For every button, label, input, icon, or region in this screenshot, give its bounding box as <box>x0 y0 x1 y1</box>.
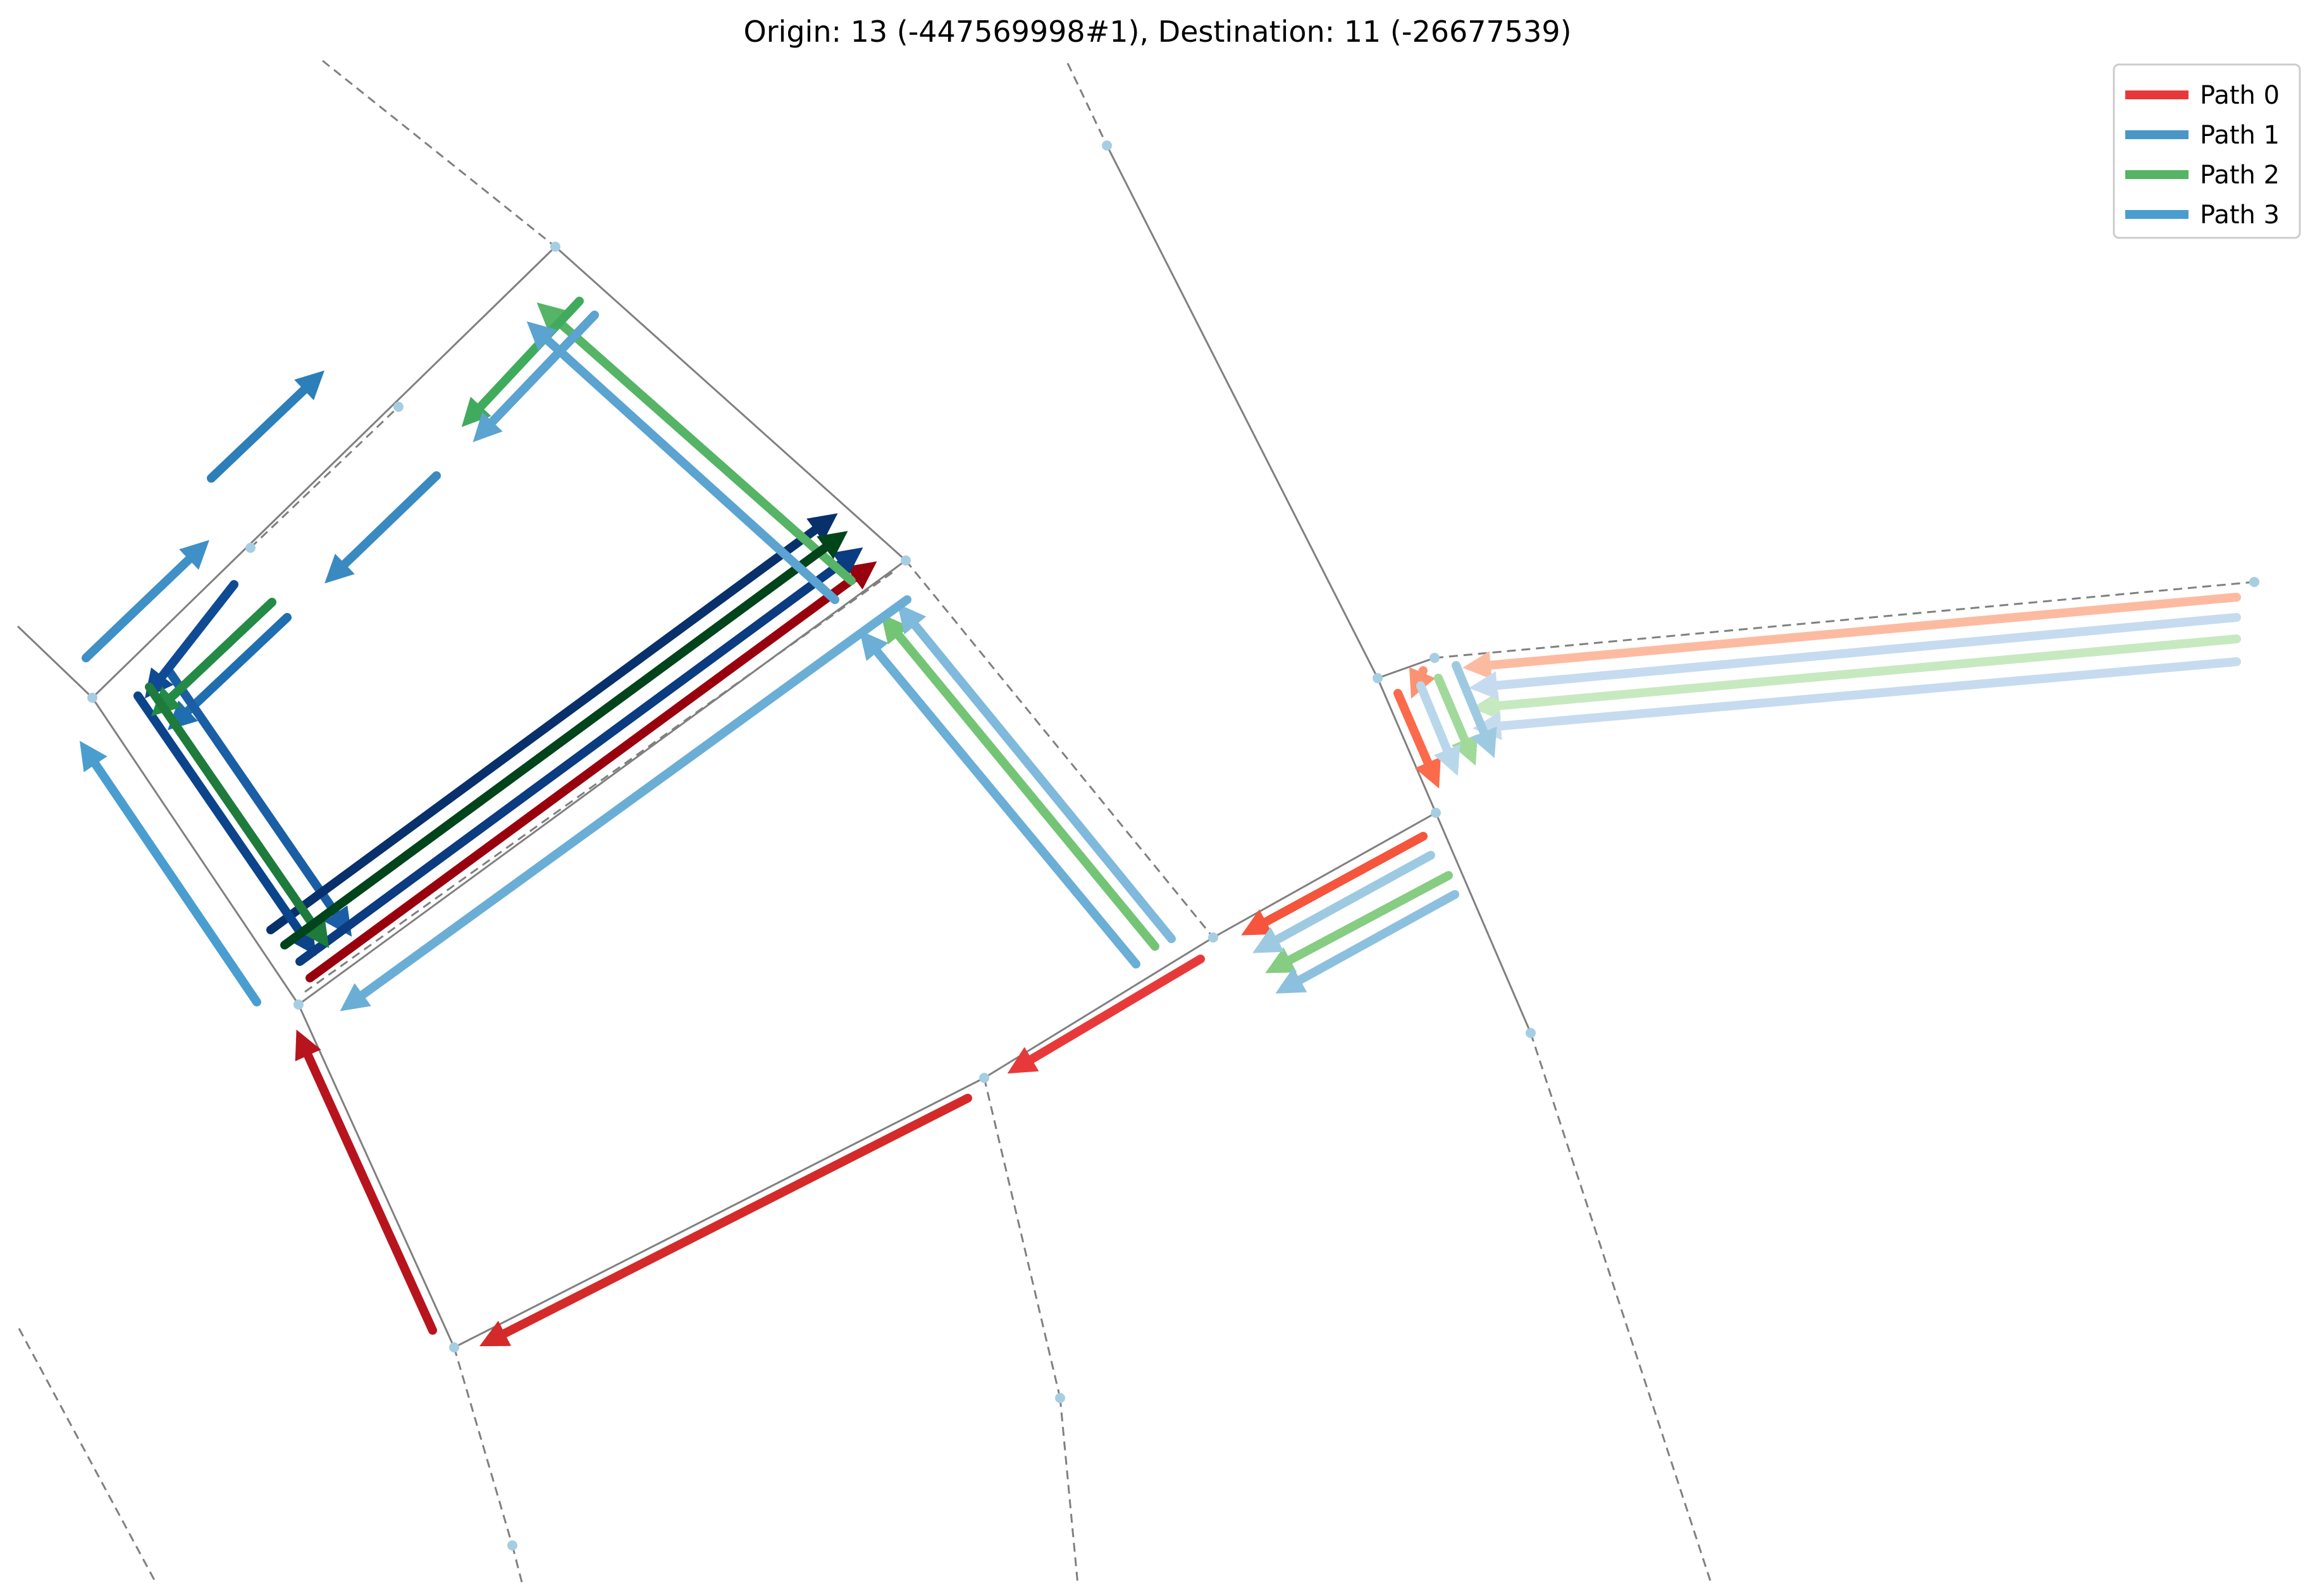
path-2-arrow <box>880 614 1159 951</box>
node <box>1431 808 1441 818</box>
legend-label-1: Path 1 <box>2200 121 2280 150</box>
path-3-arrow <box>1275 890 1459 994</box>
node <box>1055 1393 1065 1403</box>
path-3-arrow <box>472 311 599 442</box>
path-1-arrow <box>207 370 324 483</box>
path-3-arrow <box>1252 851 1435 953</box>
legend: Path 0 Path 1 Path 2 Path 3 <box>2113 63 2301 239</box>
node <box>1208 932 1218 943</box>
path-1-arrow <box>144 580 238 699</box>
path-3-arrow <box>1452 661 1497 758</box>
path-2-arrow <box>145 683 330 948</box>
node <box>449 1342 459 1352</box>
path-2-arrow <box>536 302 856 585</box>
legend-entry-3: Path 3 <box>2125 201 2280 230</box>
node <box>507 1540 517 1550</box>
node <box>293 999 304 1010</box>
path-1-arrow <box>295 547 863 966</box>
legend-label-2: Path 2 <box>2200 161 2280 190</box>
path-3-arrow <box>526 321 839 604</box>
path-3-arrow <box>1472 657 2241 740</box>
path-3-arrows <box>79 311 2241 1011</box>
path-3-arrow <box>79 741 261 1006</box>
path-0-arrow <box>306 561 877 982</box>
chart-title: Origin: 13 (-447569998#1), Destination: … <box>743 15 1571 49</box>
path-0-arrow <box>1393 689 1441 789</box>
path-1-arrow <box>133 691 317 956</box>
legend-frame <box>2113 63 2301 239</box>
node <box>979 1073 989 1083</box>
dashed-edges <box>18 59 2255 1585</box>
path-2-arrows <box>145 297 2241 974</box>
path-3-arrow <box>1416 681 1460 776</box>
path-2-arrow <box>280 531 848 950</box>
path-2-arrow <box>461 297 584 428</box>
legend-entry-2: Path 2 <box>2125 161 2280 190</box>
network-edges <box>16 59 2255 1585</box>
node <box>550 242 560 252</box>
node <box>1373 673 1383 683</box>
path-2-arrow <box>1471 634 2241 720</box>
path-1-arrows <box>82 370 863 966</box>
node <box>901 555 911 566</box>
path-3-arrow <box>1469 613 2241 700</box>
path-0-arrow <box>1241 832 1428 936</box>
path-2-arrow <box>151 598 276 717</box>
path-1-arrow <box>266 513 838 934</box>
path-0-arrows <box>295 561 2241 1347</box>
path-1-arrow <box>324 471 441 584</box>
path-3-arrow <box>859 630 1140 968</box>
path-3-arrow <box>897 603 1176 943</box>
path-0-arrow <box>1007 955 1205 1074</box>
legend-label-0: Path 0 <box>2200 81 2280 110</box>
node <box>245 543 256 553</box>
path-1-arrow <box>82 540 209 662</box>
network-nodes <box>87 140 2259 1550</box>
node <box>1526 1028 1536 1038</box>
path-2-arrow <box>1434 674 1478 766</box>
path-0-arrow <box>295 1029 437 1335</box>
node <box>87 693 97 703</box>
node <box>2249 577 2259 587</box>
legend-entry-1: Path 1 <box>2125 121 2280 150</box>
path-0-arrow <box>1462 593 2241 679</box>
path-3-arrow <box>340 595 911 1011</box>
path-1-arrow <box>165 667 352 937</box>
path-2-arrow <box>1265 871 1453 974</box>
node <box>1429 653 1440 663</box>
path-0-arrow <box>479 1094 972 1347</box>
node <box>393 402 404 412</box>
legend-label-3: Path 3 <box>2200 201 2280 230</box>
legend-entry-0: Path 0 <box>2125 81 2280 110</box>
node <box>1102 140 1112 151</box>
solid-edges <box>16 145 1532 1349</box>
